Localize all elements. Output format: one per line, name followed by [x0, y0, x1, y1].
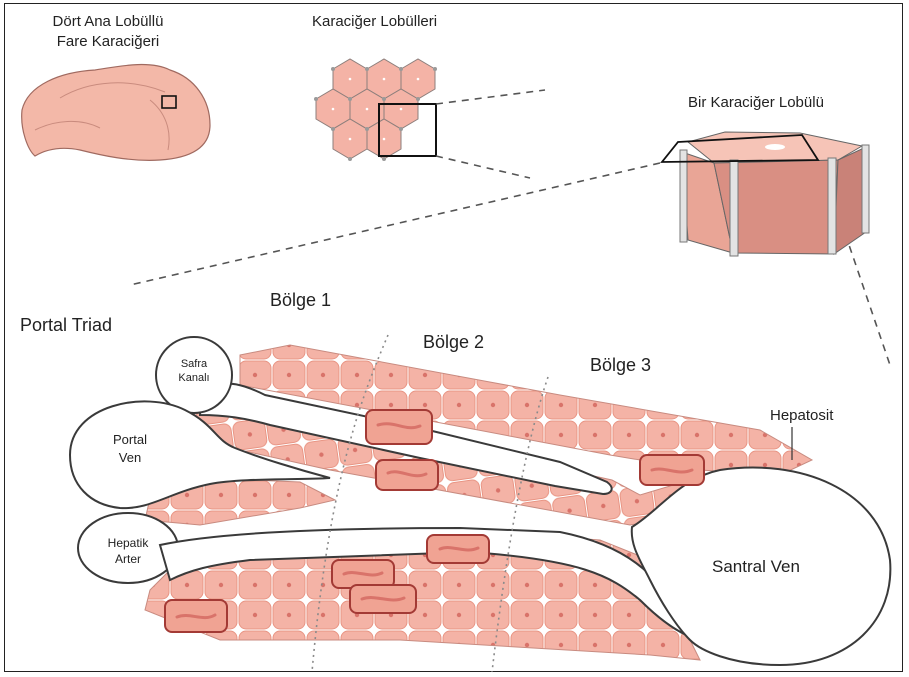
portal-vein-label-line1: Portal — [100, 431, 160, 449]
hepatocyte-label: Hepatosit — [770, 407, 833, 424]
bile-duct-label-line1: Safra — [164, 357, 224, 371]
lobule-cluster-illustration — [314, 59, 452, 161]
bile-duct-label: Safra Kanalı — [164, 357, 224, 385]
mouse-liver-label-line2: Fare Karaciğeri — [28, 32, 188, 52]
hepatic-artery-label-line1: Hepatik — [95, 535, 161, 551]
zone-1-label: Bölge 1 — [270, 290, 331, 311]
single-lobule-label: Bir Karaciğer Lobülü — [688, 93, 824, 113]
lobules-label: Karaciğer Lobülleri — [312, 12, 437, 32]
hepatic-artery-label: Hepatik Arter — [95, 535, 161, 567]
portal-triad-label: Portal Triad — [20, 315, 112, 336]
hepatic-artery-label-line2: Arter — [95, 551, 161, 567]
mouse-liver-label-line1: Dört Ana Lobüllü — [28, 12, 188, 32]
sinusoid-diagram — [70, 335, 890, 672]
central-vein-label: Santral Ven — [712, 557, 800, 577]
zone-3-label: Bölge 3 — [590, 355, 651, 376]
lobule-prism-illustration — [662, 132, 869, 256]
mouse-liver-illustration — [22, 65, 210, 161]
bile-duct-label-line2: Kanalı — [164, 371, 224, 385]
portal-vein-label: Portal Ven — [100, 431, 160, 467]
zone-2-label: Bölge 2 — [423, 332, 484, 353]
portal-vein-label-line2: Ven — [100, 449, 160, 467]
mouse-liver-label: Dört Ana Lobüllü Fare Karaciğeri — [28, 12, 188, 52]
